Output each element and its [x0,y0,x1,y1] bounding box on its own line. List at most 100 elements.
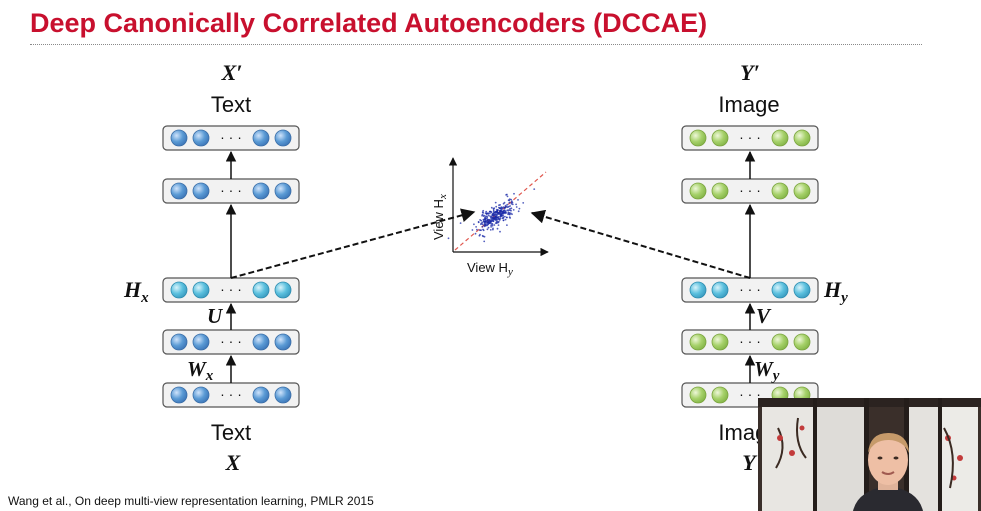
scatter-point [490,206,493,209]
scatter-point [503,210,505,212]
scatter-point [499,230,501,233]
scatter-point [509,207,511,210]
scatter-point [493,216,496,219]
scatter-point [507,205,510,208]
left-correlation-arrow [230,208,476,279]
scatter-point [486,219,489,222]
scatter-point [483,224,486,227]
scatter-point [501,206,504,209]
scatter-point [508,213,511,216]
scatter-point [479,219,481,221]
scatter-point [489,215,492,218]
slide-title: Deep Canonically Correlated Autoencoders… [30,8,708,38]
scatter-point [476,228,478,231]
scatter-point [498,219,501,221]
scatter-point [507,213,509,216]
scatter-point [459,222,462,225]
scatter-point [515,203,517,206]
scatter-point [447,237,450,240]
scatter-point [495,216,498,219]
scatter-point [518,207,521,210]
left-output-symbol: X′ [221,60,243,85]
webcam-image [758,398,981,511]
scatter-point [475,226,477,228]
scatter-point [506,209,509,212]
svg-text:· · ·: · · · [739,129,761,145]
scatter-point [493,218,496,221]
scatter-point [502,211,504,214]
scatter-point [502,202,505,205]
scatter-point [485,213,488,216]
left-input-label: Text [211,420,251,445]
scatter-point [492,210,495,213]
scatter-point [499,204,501,206]
scatter-point [495,205,498,208]
left-weight-w: Wx [187,357,214,384]
right-output-symbol: Y′ [740,60,760,85]
scatter-point [483,220,485,223]
scatter-point [510,198,512,201]
left-layer-input: · · · [162,382,300,408]
scatter-point [504,218,507,221]
right-layer-output: · · · [681,125,819,151]
scatter-point [490,224,492,227]
scatter-point [499,207,501,210]
scatter-point [481,223,484,226]
scatter-point [511,201,514,204]
svg-text:· · ·: · · · [739,386,761,402]
scatter-point [491,224,494,227]
title-divider [30,44,922,45]
scatter-point [496,227,499,230]
scatter-point [513,192,515,195]
scatter-point [504,206,507,209]
scatter-point [507,199,510,202]
scatter-point [484,215,487,218]
scatter-point [482,209,485,212]
scatter-point [485,210,488,213]
scatter-point [486,228,489,231]
scatter-point [497,224,500,227]
scatter-point [490,216,492,219]
scatter-point [488,219,491,222]
scatter-point [487,214,490,217]
scatter-point [490,222,493,225]
scatter-point [483,240,486,243]
scatter-point [494,211,497,214]
scatter-point [486,223,489,226]
scatter-point [502,219,505,222]
right-hidden-symbol: Hy [823,277,848,306]
right-weight-v: V [756,304,772,328]
scatter-point [482,229,485,232]
scatter-point [480,223,482,226]
scatter-point [504,212,506,215]
scatter-point [506,203,509,206]
svg-text:· · ·: · · · [739,333,761,349]
scatter-point [533,188,536,191]
scatter-point [494,201,497,204]
scatter-point [511,203,514,206]
scatter-point [499,213,502,216]
right-layer-hidden: · · · [681,277,819,303]
scatter-point [495,218,497,220]
scatter-point [478,234,481,237]
svg-text:· · ·: · · · [739,281,761,297]
scatter-point [490,218,493,221]
scatter-point [509,209,511,212]
right-input-symbol: Y [742,450,758,475]
correlation-scatter-plot: View Hx View Hy [431,157,549,278]
scatter-point [517,210,520,213]
citation: Wang et al., On deep multi-view represen… [8,494,374,508]
scatter-point [477,221,480,224]
scatter-point [500,215,502,218]
scatter-point [491,213,494,216]
svg-text:· · ·: · · · [739,182,761,198]
scatter-point [487,226,490,229]
scatter-point [506,224,508,227]
svg-text:· · ·: · · · [220,333,242,349]
scatter-point [491,219,494,222]
scatter-point [482,235,485,238]
right-layer-encoder: · · · [681,329,819,355]
scatter-point [480,229,482,232]
scatter-point [504,210,507,213]
